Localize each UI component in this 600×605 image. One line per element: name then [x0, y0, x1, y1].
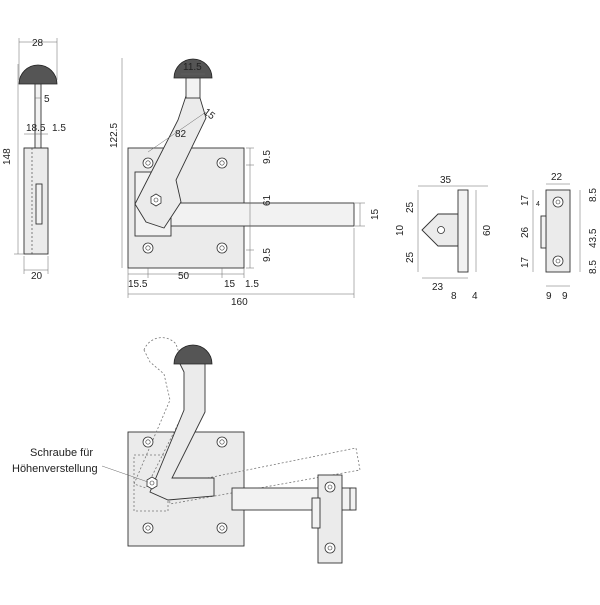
side-slot	[35, 183, 43, 225]
front-view: 11.5 15 82 122.5 9.5 61 9.5 15 15.5 50 1…	[109, 58, 381, 308]
assembly-lever	[149, 359, 215, 501]
dim-plate-r2: 43.5	[588, 228, 599, 248]
dim-front-b3: 15	[224, 279, 236, 290]
catch-view: 35 25 10 25 60 23 8 4	[395, 175, 493, 302]
dim-catch-b2: 8	[451, 291, 457, 302]
dim-side-mid: 18.5	[26, 123, 46, 134]
assembly-catch	[311, 497, 321, 529]
dim-front-b4: 1.5	[245, 279, 259, 290]
dim-front-b2: 50	[178, 271, 190, 282]
dim-catch-l2: 10	[395, 224, 406, 236]
side-knob	[18, 64, 58, 85]
dim-front-bolt: 15	[370, 208, 381, 220]
dim-front-total: 160	[231, 297, 248, 308]
dim-catch-l1: 25	[405, 201, 416, 213]
dim-front-height: 122.5	[109, 123, 120, 148]
dim-side-bottom: 20	[31, 271, 43, 282]
dim-plate-top: 22	[551, 172, 563, 183]
dim-front-right-top: 9.5	[262, 150, 273, 164]
dim-plate-r3: 8.5	[588, 260, 599, 274]
dim-side-height: 148	[2, 148, 13, 165]
side-view: 28 5 18.5 1.5 148 20	[2, 38, 66, 282]
dim-plate-r1: 8.5	[588, 188, 599, 202]
side-stem	[34, 83, 42, 151]
dim-catch-l3: 25	[405, 251, 416, 263]
dim-plate-l1: 17	[520, 194, 531, 206]
catch-plate	[457, 189, 469, 273]
dim-plate-small: 4	[536, 201, 540, 208]
dim-plate-b2: 9	[562, 291, 568, 302]
dim-plate-l2: 26	[520, 226, 531, 238]
front-bolt	[159, 202, 355, 227]
dim-side-stem: 5	[44, 94, 50, 105]
dim-front-knob: 11.5	[183, 62, 202, 73]
dim-front-right-bot: 9.5	[262, 248, 273, 262]
front-knob-stem	[185, 77, 201, 99]
keeper-tab	[540, 215, 547, 249]
front-lever-arm	[134, 95, 207, 229]
dim-front-right-mid: 61	[262, 194, 273, 206]
dim-side-mid-small: 1.5	[52, 123, 66, 134]
dim-front-arm-len: 82	[175, 129, 187, 140]
dim-plate-b1: 9	[546, 291, 552, 302]
front-knob	[173, 58, 213, 79]
dim-catch-right: 60	[482, 224, 493, 236]
annotation-line-1: Schraube für	[30, 447, 93, 459]
keeper-plate-view: 22 17 4 26 17 8.5 43.5 8.5 9 9	[520, 172, 599, 302]
assembly-knob	[173, 344, 213, 365]
annotation-line-2: Höhenverstellung	[12, 463, 98, 475]
dim-plate-l3: 17	[520, 256, 531, 268]
dim-catch-top: 35	[440, 175, 452, 186]
dim-catch-b3: 4	[472, 291, 478, 302]
dim-catch-b1: 23	[432, 282, 444, 293]
dim-front-b1: 15.5	[128, 279, 148, 290]
dim-side-top: 28	[32, 38, 44, 49]
assembly-view: Schraube für Höhenverstellung	[12, 337, 361, 564]
